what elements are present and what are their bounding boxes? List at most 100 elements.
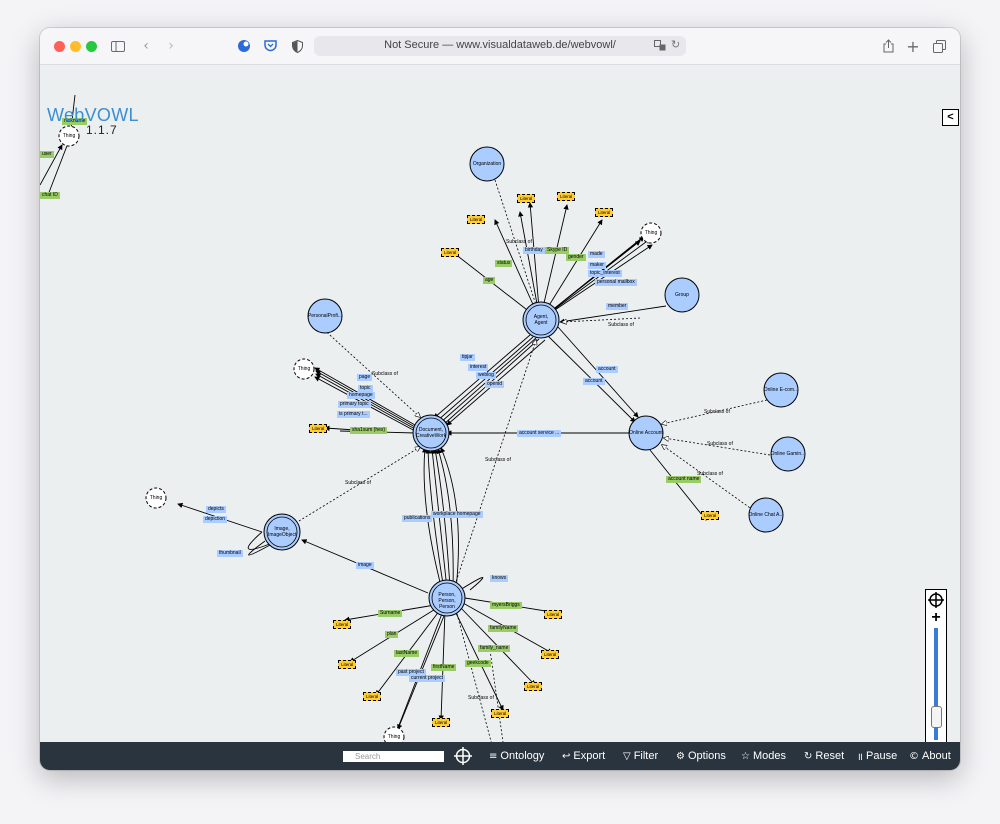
- agent-node[interactable]: [522, 301, 560, 339]
- reset-button[interactable]: ↻Reset: [804, 750, 845, 762]
- online-chat-node[interactable]: [748, 497, 784, 533]
- age-label[interactable]: age: [483, 277, 496, 284]
- pocket-icon[interactable]: [262, 37, 278, 55]
- thing-node-4[interactable]: [145, 487, 167, 509]
- depiction-label[interactable]: depiction: [203, 516, 228, 523]
- account-label[interactable]: account: [583, 378, 605, 385]
- knows-label[interactable]: knows: [490, 575, 509, 582]
- sha1sum-label[interactable]: sha1sum (hex): [350, 427, 388, 434]
- topic-label[interactable]: topic: [358, 385, 373, 392]
- literal-tag[interactable]: Literal: [333, 620, 352, 629]
- literal-tag[interactable]: Literal: [701, 511, 720, 520]
- user-label[interactable]: user: [40, 151, 54, 158]
- options-menu[interactable]: ⚙Options: [676, 750, 726, 762]
- account-label[interactable]: account: [596, 366, 618, 373]
- literal-tag[interactable]: Literal: [338, 660, 357, 669]
- share-icon[interactable]: [880, 37, 896, 55]
- workplace-homepage-label[interactable]: workplace homepage: [431, 511, 483, 518]
- graph-nodes[interactable]: [40, 65, 960, 742]
- address-bar[interactable]: Not Secure — www.visualdataweb.de/webvow…: [314, 36, 686, 56]
- thumbnail-label[interactable]: thumbnail: [217, 550, 243, 557]
- openid-label[interactable]: openid: [485, 381, 505, 388]
- last-name-label[interactable]: lastName: [394, 650, 420, 657]
- personal-mailbox-label[interactable]: personal mailbox: [595, 279, 637, 286]
- maker-label[interactable]: maker: [588, 262, 606, 269]
- thing-node-3[interactable]: [293, 358, 315, 380]
- search-input[interactable]: [343, 751, 444, 762]
- current-project-label[interactable]: current project: [409, 675, 445, 682]
- literal-tag[interactable]: Literal: [595, 208, 614, 217]
- image-edge-label[interactable]: image: [356, 562, 374, 569]
- zoom-slider[interactable]: + -: [925, 589, 947, 766]
- family-name-label-2[interactable]: family_name: [478, 645, 511, 652]
- chat-id-label[interactable]: chat ID: [40, 192, 60, 199]
- past-project-label[interactable]: past project: [396, 669, 426, 676]
- page-label[interactable]: page: [357, 374, 373, 381]
- literal-tag[interactable]: Literal: [541, 650, 560, 659]
- image-node[interactable]: [263, 513, 301, 551]
- literal-tag[interactable]: Literal: [524, 682, 543, 691]
- zoom-handle[interactable]: [931, 706, 942, 729]
- member-label[interactable]: member: [606, 303, 629, 310]
- ontology-menu[interactable]: ≡Ontology: [489, 750, 545, 762]
- account-name-label[interactable]: account name: [666, 476, 702, 483]
- personal-profile-node[interactable]: [307, 298, 343, 334]
- publications-label[interactable]: publications: [402, 515, 433, 522]
- pause-button[interactable]: ॥Pause: [857, 750, 898, 763]
- online-gaming-node[interactable]: [770, 436, 806, 472]
- literal-tag[interactable]: Literal: [544, 610, 563, 619]
- shield-icon[interactable]: [289, 37, 305, 55]
- literal-tag[interactable]: Literal: [441, 248, 460, 257]
- locate-icon[interactable]: [454, 747, 472, 765]
- homepage-label[interactable]: homepage: [347, 392, 375, 399]
- weblog-label[interactable]: weblog: [476, 372, 496, 379]
- primary-topic-label[interactable]: primary topic: [338, 401, 371, 408]
- account-service-label[interactable]: account service ...: [517, 430, 562, 437]
- depicts-label[interactable]: depicts: [206, 506, 226, 513]
- topic-interest-label[interactable]: topic_interest: [588, 270, 622, 277]
- literal-tag[interactable]: Literal: [363, 692, 382, 701]
- thing-node-2[interactable]: [640, 222, 662, 244]
- graph-canvas[interactable]: Thing Organization Thing Group Agent, Ag…: [40, 65, 960, 766]
- online-account-node[interactable]: [628, 415, 664, 451]
- about-menu[interactable]: ©About: [909, 750, 951, 762]
- interest-label[interactable]: interest: [468, 364, 489, 371]
- close-window-button[interactable]: [54, 41, 65, 52]
- tab-overview-icon[interactable]: [931, 37, 947, 55]
- privacy-extension-icon[interactable]: [236, 37, 252, 55]
- surname-label[interactable]: Surname: [378, 610, 403, 617]
- zoom-in-button[interactable]: +: [931, 609, 941, 626]
- family-name-label[interactable]: familyName: [488, 625, 519, 632]
- sidebar-toggle-button[interactable]: <: [942, 109, 959, 126]
- geekcode-label[interactable]: geekcode: [465, 660, 491, 667]
- thing-node-5[interactable]: [383, 726, 405, 742]
- online-ecommerce-node[interactable]: [763, 372, 799, 408]
- zoom-track[interactable]: [934, 628, 938, 740]
- status-label[interactable]: status: [495, 260, 513, 267]
- literal-tag[interactable]: Literal: [309, 424, 328, 433]
- reload-icon[interactable]: ↻: [671, 38, 681, 51]
- document-node[interactable]: [412, 414, 450, 452]
- forward-icon[interactable]: ›: [168, 38, 174, 54]
- translate-icon[interactable]: [654, 40, 666, 53]
- plan-label[interactable]: plan: [385, 631, 399, 638]
- tipjar-label[interactable]: tipjar: [460, 354, 475, 361]
- made-label[interactable]: made: [588, 251, 605, 258]
- literal-tag[interactable]: Literal: [467, 215, 486, 224]
- new-tab-icon[interactable]: +: [906, 36, 920, 56]
- myers-briggs-label[interactable]: myersBriggs: [490, 602, 522, 609]
- literal-tag[interactable]: Literal: [517, 194, 536, 203]
- person-node[interactable]: [428, 579, 466, 617]
- export-menu[interactable]: ↩Export: [562, 750, 606, 762]
- literal-tag[interactable]: Literal: [491, 709, 510, 718]
- organization-node[interactable]: [469, 146, 505, 182]
- center-graph-icon[interactable]: [928, 592, 944, 608]
- back-icon[interactable]: ‹: [143, 38, 149, 54]
- minimize-window-button[interactable]: [70, 41, 81, 52]
- group-node[interactable]: [664, 277, 700, 313]
- nickname-label[interactable]: nickname: [62, 118, 88, 125]
- first-name-label[interactable]: firstName: [431, 664, 457, 671]
- gender-label[interactable]: gender: [566, 254, 586, 261]
- is-primary-label[interactable]: is primary t...: [337, 411, 370, 418]
- modes-menu[interactable]: ☆Modes: [741, 750, 786, 762]
